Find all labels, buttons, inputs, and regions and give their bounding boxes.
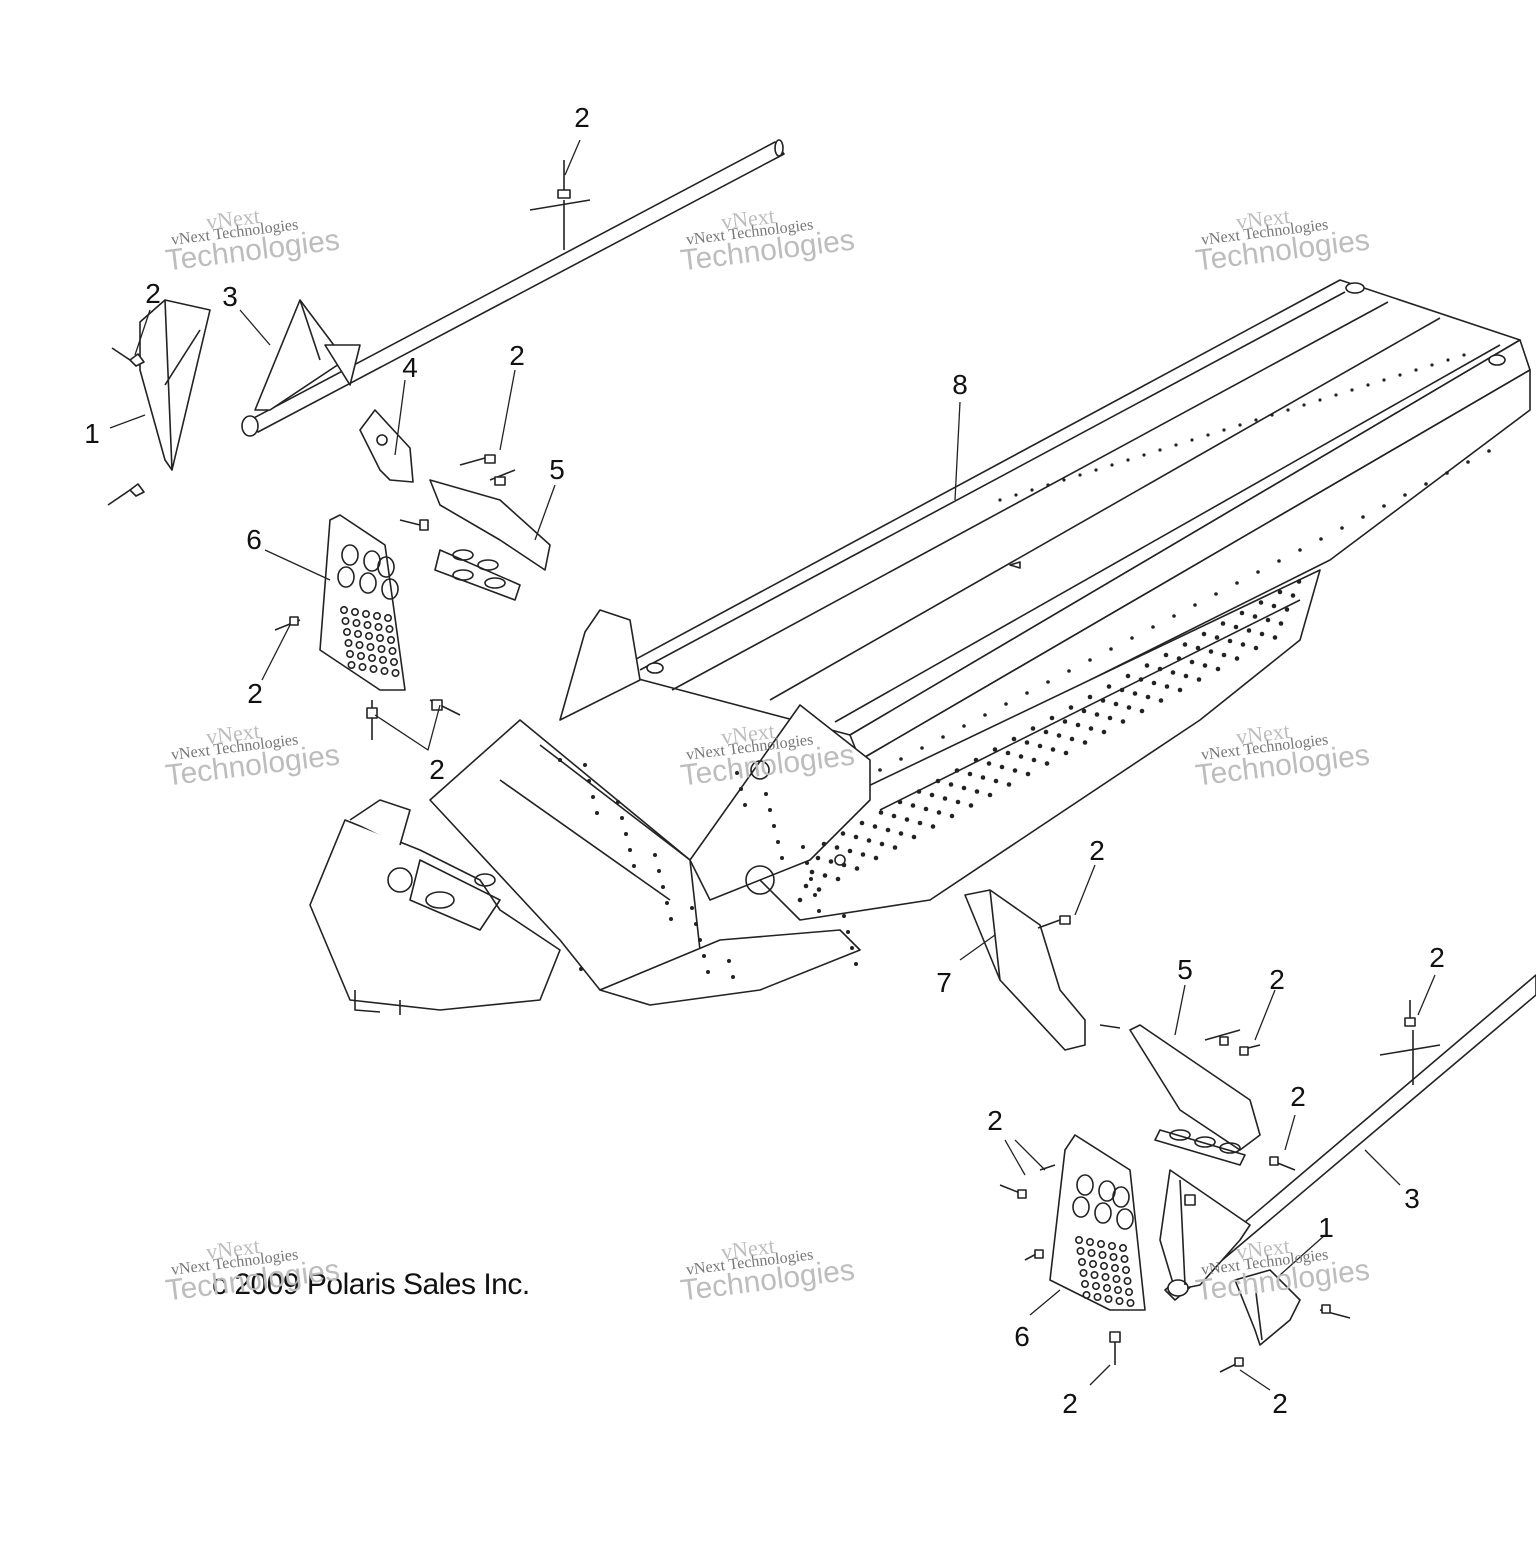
tunnel-chassis [309, 279, 1531, 1015]
callout-4: 4 [402, 352, 418, 383]
running-board-bracket-upper [107, 299, 211, 506]
callout-2: 2 [1429, 942, 1445, 973]
callout-2: 2 [1269, 964, 1285, 995]
bracket-plate-7 [964, 889, 1086, 1051]
perforation-pattern [558, 353, 1491, 979]
footrest-5-lower [1129, 1024, 1261, 1166]
fasteners-lower [999, 915, 1441, 1373]
callout-2: 2 [247, 678, 263, 709]
callout-1: 1 [84, 418, 100, 449]
side-plate-6-lower [1049, 1134, 1146, 1311]
fasteners-upper [274, 160, 591, 740]
callout-8: 8 [952, 369, 968, 400]
callout-5: 5 [549, 454, 565, 485]
callout-2: 2 [1290, 1081, 1306, 1112]
running-board-rail-lower [1159, 974, 1536, 1301]
callout-2: 2 [1089, 835, 1105, 866]
leader-lines [109, 139, 1436, 1391]
copyright-notice: c 2009 Polaris Sales Inc. [212, 1268, 530, 1301]
running-board-rail-upper [241, 139, 785, 437]
callout-2: 2 [1062, 1388, 1078, 1419]
callout-3: 3 [1404, 1183, 1420, 1214]
callout-5: 5 [1177, 954, 1193, 985]
running-board-bracket-lower [1234, 1269, 1301, 1346]
callout-6: 6 [1014, 1321, 1030, 1352]
bracket-plate-4 [359, 409, 414, 483]
side-plate-6-upper [319, 514, 406, 691]
callout-3: 3 [222, 281, 238, 312]
callout-2: 2 [145, 278, 161, 309]
callout-2: 2 [1272, 1388, 1288, 1419]
callout-2: 2 [429, 754, 445, 785]
callout-2: 2 [574, 102, 590, 133]
callout-2: 2 [509, 340, 525, 371]
callout-2: 2 [987, 1105, 1003, 1136]
callout-1: 1 [1318, 1212, 1334, 1243]
callout-7: 7 [936, 967, 952, 998]
callout-6: 6 [246, 524, 262, 555]
footrest-5-upper [429, 479, 551, 601]
